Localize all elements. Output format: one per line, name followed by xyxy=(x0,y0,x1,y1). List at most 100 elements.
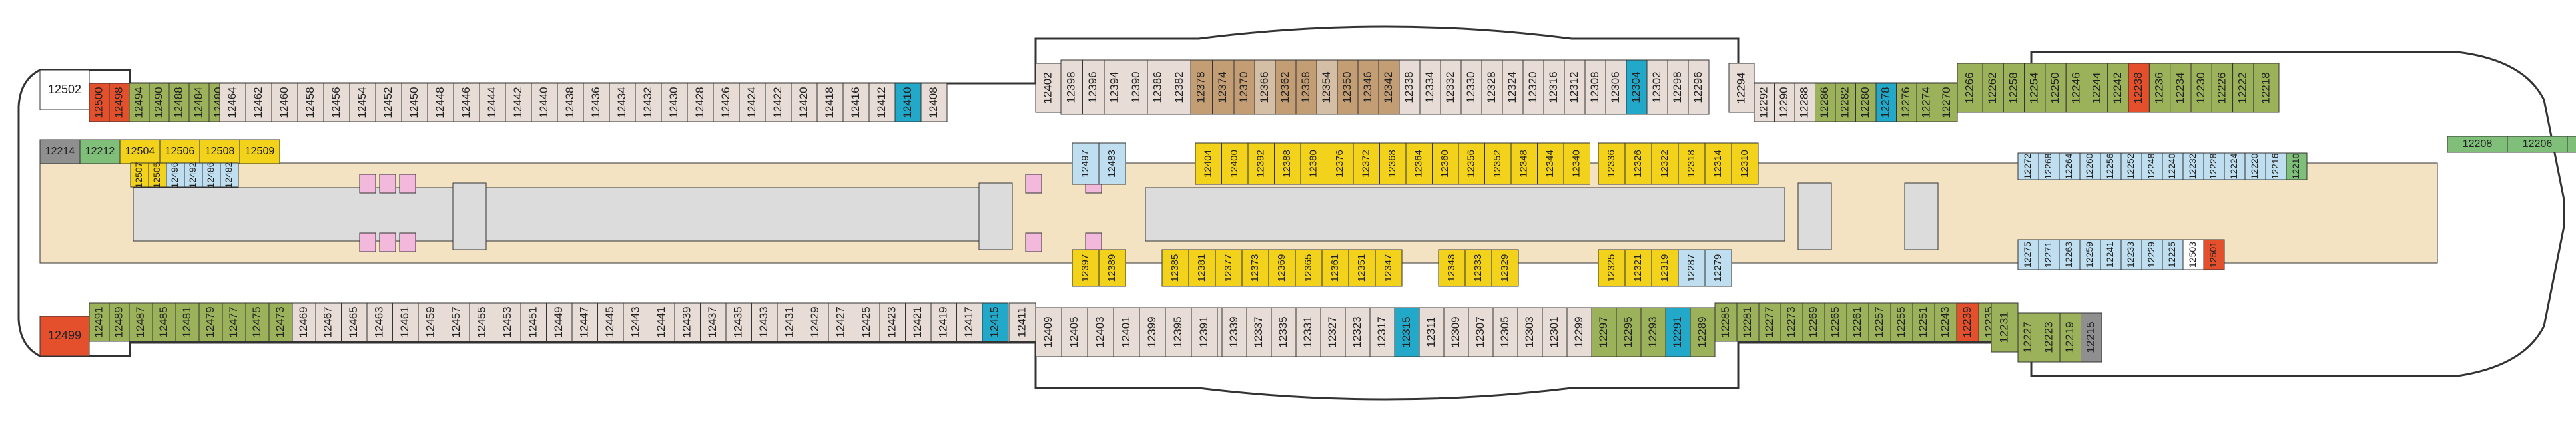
cabin-number: 12304 xyxy=(1630,71,1642,103)
cabin-number: 12432 xyxy=(641,87,654,118)
cabin: 12361 xyxy=(1321,249,1349,287)
cabin: 12225 xyxy=(2162,239,2184,270)
cabin-box xyxy=(2107,63,2129,113)
cabin-box xyxy=(1537,142,1564,185)
cabin: 12503 xyxy=(2182,239,2204,270)
cabin-box xyxy=(1035,63,1062,113)
cabin: 12227 xyxy=(2017,312,2039,363)
cabin-box xyxy=(1542,307,1568,357)
cabin-box xyxy=(2100,239,2122,270)
cabin-box xyxy=(479,83,506,122)
cabin: 12487 xyxy=(129,302,153,342)
cabin: 12288 xyxy=(1794,83,1815,122)
cabin-number: 12270 xyxy=(1940,87,1953,118)
cabin-box xyxy=(2045,63,2067,113)
cabin: 12428 xyxy=(687,83,714,122)
cabin-number: 12411 xyxy=(1015,307,1028,337)
cabin-number: 12424 xyxy=(745,87,758,118)
cabin-number: 12232 xyxy=(2187,153,2198,179)
cabin: 12356 xyxy=(1458,142,1485,185)
cabin: 12484 xyxy=(188,83,210,122)
cabin-box xyxy=(109,302,130,342)
cabin-number: 12485 xyxy=(157,306,170,337)
cabin-number: 12396 xyxy=(1086,71,1099,103)
cabin-box xyxy=(1624,142,1652,185)
cabin-box xyxy=(2203,152,2225,180)
lift xyxy=(1025,174,1042,194)
lift xyxy=(359,232,376,252)
cabin: 12443 xyxy=(623,302,649,342)
cabin-number: 12422 xyxy=(771,87,784,118)
cabin-number: 12404 xyxy=(1203,150,1214,178)
cabin-box xyxy=(1113,307,1140,357)
cabin: 12285 xyxy=(1714,302,1738,342)
cabin-number: 12331 xyxy=(1301,316,1314,347)
cabin: 12430 xyxy=(661,83,688,122)
cabin: 12318 xyxy=(1678,142,1706,185)
cabin-number: 12321 xyxy=(1632,254,1644,282)
cabin-box xyxy=(1195,142,1222,185)
cabin: 12421 xyxy=(905,302,932,342)
cabin: 12299 xyxy=(1566,307,1592,357)
cabin: 12438 xyxy=(557,83,584,122)
cabin: 12339 xyxy=(1221,307,1247,357)
cabin-box xyxy=(1802,302,1825,342)
cabin-number: 12289 xyxy=(1696,316,1708,347)
cabin: 12494 xyxy=(129,83,150,122)
cabin: 12419 xyxy=(930,302,957,342)
cabin-box xyxy=(982,302,1008,342)
cabin-box xyxy=(1626,59,1648,115)
cabin-box xyxy=(1481,59,1503,115)
cabin-number: 12461 xyxy=(398,306,411,337)
cabin-number: 12272 xyxy=(2022,153,2033,179)
cabin-box xyxy=(920,83,948,122)
cabin: 12215 xyxy=(2081,312,2102,363)
cabin-box xyxy=(1072,142,1100,185)
cabin: 12456 xyxy=(323,83,350,122)
cabin: 12328 xyxy=(1481,59,1503,115)
cabin: 12400 xyxy=(1221,142,1249,185)
cabin: 12268 xyxy=(2038,152,2060,180)
cabin-number: 12460 xyxy=(278,87,290,118)
cabin-number: 12399 xyxy=(1145,316,1158,347)
cabin-box xyxy=(89,302,110,342)
cabin: 12386 xyxy=(1147,59,1169,115)
cabin: 12294 xyxy=(1728,63,1755,113)
cabin-box xyxy=(687,83,714,122)
cabin-number: 12465 xyxy=(347,306,360,337)
cabin-box xyxy=(152,302,176,342)
cabin-box xyxy=(1651,142,1679,185)
cabin: 12319 xyxy=(1651,249,1679,287)
cabin-box xyxy=(2039,312,2061,363)
cabin-number: 12354 xyxy=(1320,71,1333,103)
cabin-box xyxy=(700,302,727,342)
cabin-number: 12252 xyxy=(2125,153,2136,179)
cabin: 12239 xyxy=(1956,302,1979,342)
cabin-box xyxy=(1399,59,1421,115)
cabin-number: 12386 xyxy=(1151,71,1164,103)
cabin-box xyxy=(1736,302,1760,342)
cabin-box xyxy=(366,302,393,342)
cabin-box xyxy=(1378,59,1400,115)
cabin: 12324 xyxy=(1502,59,1524,115)
cabin-box xyxy=(1957,63,1983,113)
cabin: 12311 xyxy=(1419,307,1445,357)
cabin-number: 12342 xyxy=(1382,71,1395,103)
cabin-number: 12361 xyxy=(1329,254,1341,282)
cabin: 12317 xyxy=(1369,307,1395,357)
cabin-number: 12415 xyxy=(988,306,1001,337)
cabin: 12263 xyxy=(2059,239,2081,270)
cabin-number: 12358 xyxy=(1299,71,1312,103)
cabin-number: 12239 xyxy=(1961,306,1973,337)
cabin-number: 12482 xyxy=(223,162,234,188)
cabin: 12258 xyxy=(2003,63,2025,113)
cabin-number: 12322 xyxy=(1659,150,1670,178)
cabin: 12482 xyxy=(220,162,239,188)
cabin-number: 12263 xyxy=(2063,242,2074,268)
cabin: 12232 xyxy=(2182,152,2204,180)
cabin: 12259 xyxy=(2079,239,2101,270)
cabin: 12214 xyxy=(39,139,81,164)
cabin: 12223 xyxy=(2039,312,2061,363)
cabin-box xyxy=(2087,63,2108,113)
cabin-number: 12400 xyxy=(1229,150,1240,178)
